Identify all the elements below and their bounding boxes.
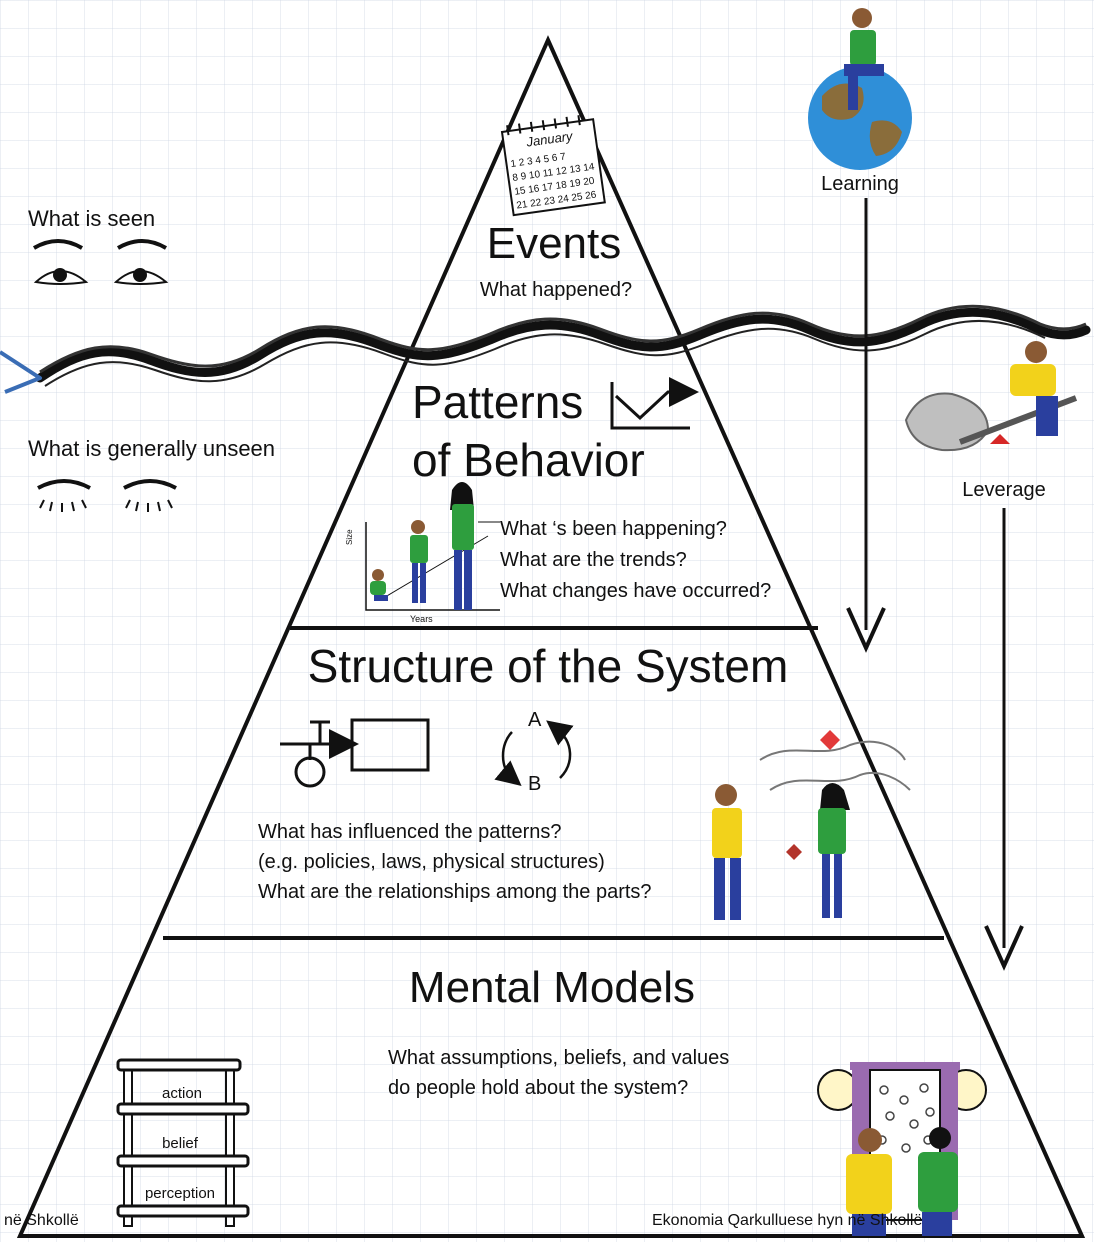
- growth-chart-xlabel: Years: [410, 614, 433, 624]
- patterns-title-line2: of Behavior: [412, 434, 645, 486]
- waterline: [35, 304, 1091, 387]
- structure-question-1: What has influenced the patterns?: [258, 821, 562, 843]
- patterns-title-line1: Patterns: [412, 376, 583, 428]
- kite-icon: [820, 730, 840, 750]
- woman-figure-back: [918, 1127, 958, 1236]
- kite-scene: [712, 730, 911, 920]
- loop-label-a: A: [528, 709, 542, 731]
- woman-figure-green: [818, 783, 850, 918]
- mental-title: Mental Models: [409, 963, 695, 1012]
- calendar-month: January: [524, 128, 574, 150]
- learning-arrowhead: [846, 607, 886, 653]
- learning-person: [844, 8, 884, 110]
- trend-chart-icon: [610, 377, 699, 430]
- loop-label-b: B: [528, 773, 541, 795]
- open-eyes-icon: [32, 239, 169, 285]
- man-figure-yellow: [712, 784, 742, 920]
- patterns-question-2: What are the trends?: [500, 549, 687, 571]
- structure-question-2: (e.g. policies, laws, physical structure…: [258, 851, 605, 873]
- child-figure-middle: [410, 520, 428, 603]
- footer-right: Ekonomia Qarkulluese hyn në Shkollë: [652, 1212, 923, 1229]
- growth-chart: Size Years: [345, 482, 500, 624]
- pyramid-outline: [16, 35, 1086, 1238]
- man-figure-back: [846, 1128, 892, 1236]
- ladder-label-perception: perception: [145, 1185, 215, 1202]
- what-is-seen-label: What is seen: [28, 206, 155, 231]
- structure-title: Structure of the System: [308, 640, 789, 692]
- mental-question-2: do people hold about the system?: [388, 1077, 688, 1099]
- structure-question-3: What are the relationships among the par…: [258, 881, 652, 903]
- footer-left: në Shkollë: [4, 1212, 79, 1229]
- ladder-label-belief: belief: [162, 1135, 199, 1152]
- closed-eyes-icon: [37, 479, 177, 512]
- patterns-question-3: What changes have occurred?: [500, 580, 771, 602]
- patterns-question-1: What ‘s been happening?: [500, 518, 727, 540]
- feedback-loop-icon: A B: [494, 709, 574, 795]
- leverage-arrowhead: [984, 925, 1024, 971]
- ladder-of-inference: action belief perception: [116, 1058, 250, 1227]
- leverage-icon: [904, 341, 1078, 452]
- window-scene: [817, 1062, 987, 1236]
- child-figure-teen: [450, 482, 474, 610]
- calendar-icon: January 1 2 3 4 5 6 7 8 9 10 11 12 13 14…: [500, 115, 606, 217]
- pinwheel-icon: [786, 844, 802, 860]
- learning-label: Learning: [821, 173, 899, 195]
- growth-chart-ylabel: Size: [345, 529, 354, 545]
- pointer-arrow: [0, 350, 42, 394]
- events-question: What happened?: [480, 279, 632, 301]
- mental-question-1: What assumptions, beliefs, and values: [388, 1047, 729, 1069]
- what-is-generally-unseen-label: What is generally unseen: [28, 436, 275, 461]
- ladder-label-action: action: [162, 1085, 202, 1102]
- stock-flow-icon: [280, 718, 430, 788]
- learning-earth-icon: [808, 8, 912, 170]
- child-figure-baby: [370, 569, 388, 601]
- leverage-label: Leverage: [962, 479, 1045, 501]
- leverage-person: [1010, 341, 1058, 436]
- events-title: Events: [487, 219, 622, 268]
